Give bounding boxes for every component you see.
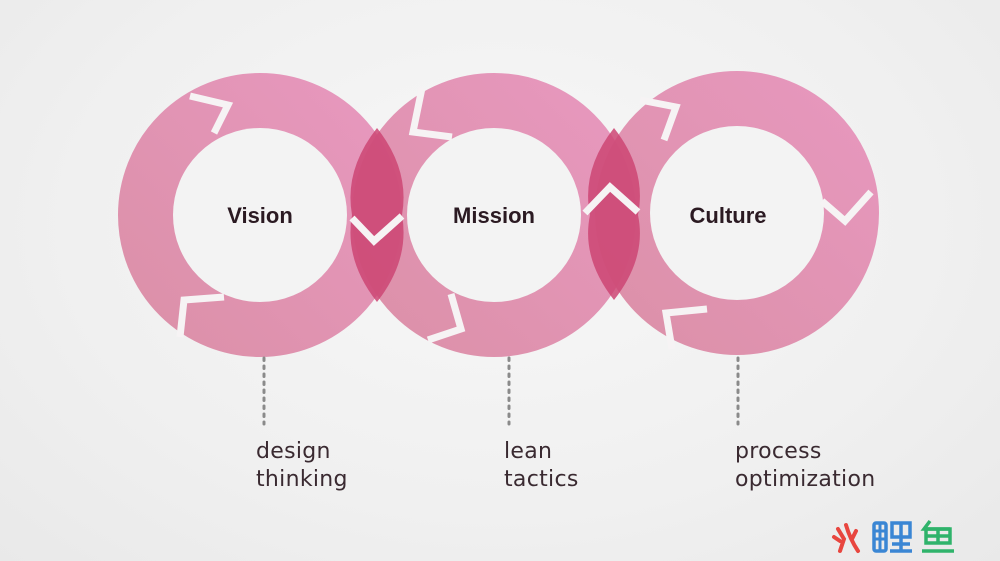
arrow-notch-culture-right bbox=[819, 189, 874, 226]
ring-title-mission: Mission bbox=[453, 203, 535, 228]
fish-glyph-icon bbox=[920, 519, 954, 553]
overlap-mission-culture bbox=[588, 128, 640, 300]
arrow-notch-mission-bottom bbox=[426, 293, 466, 344]
caption-culture: process optimization bbox=[735, 438, 875, 494]
caption-mission: lean tactics bbox=[504, 438, 579, 494]
caption-vision: design thinking bbox=[256, 438, 348, 494]
arrow-notch-vision-right bbox=[349, 213, 405, 246]
arrow-notch-culture-top bbox=[639, 96, 681, 142]
ring-title-culture: Culture bbox=[690, 203, 767, 228]
caption-mission-line-2: tactics bbox=[504, 467, 579, 492]
ring-title-vision: Vision bbox=[227, 203, 293, 228]
overlap-vision-mission bbox=[350, 128, 404, 302]
inner-disc-culture bbox=[650, 126, 824, 300]
caption-culture-line-1: process bbox=[735, 439, 822, 464]
caption-vision-line-1: design bbox=[256, 439, 331, 464]
carp-glyph-icon bbox=[872, 521, 912, 553]
arrow-notch-mission-right bbox=[582, 182, 641, 216]
arrow-notch-vision-top bbox=[189, 92, 234, 135]
arrow-notch-culture-bottom bbox=[661, 305, 708, 350]
inner-disc-mission bbox=[407, 128, 581, 302]
fire-logo-icon bbox=[832, 523, 860, 553]
arrow-notch-mission-top bbox=[408, 87, 453, 141]
watermark-logo bbox=[832, 519, 954, 553]
caption-culture-line-2: optimization bbox=[735, 467, 876, 492]
arrow-notch-vision-bottom bbox=[176, 293, 225, 338]
caption-mission-line-1: lean bbox=[504, 439, 553, 464]
inner-disc-vision bbox=[173, 128, 347, 302]
caption-vision-line-2: thinking bbox=[256, 467, 348, 492]
